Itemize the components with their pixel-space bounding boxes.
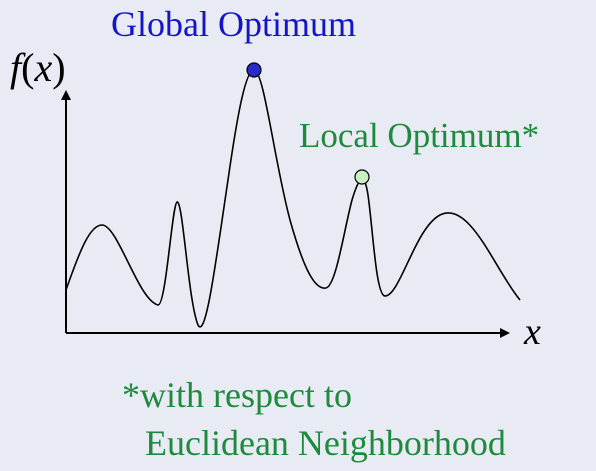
y-axis-label: f(x) [10, 48, 66, 88]
footnote-line-1: *with respect to [122, 375, 352, 415]
local-optimum-marker [354, 169, 370, 185]
footnote-line-2: Euclidean Neighborhood [145, 423, 506, 463]
y-axis-paren-open: ( [21, 45, 35, 90]
objective-curve [65, 69, 521, 328]
y-axis-func: f [10, 45, 22, 90]
y-axis-paren-close: ) [52, 45, 66, 90]
global-optimum-marker [246, 62, 262, 78]
x-axis-label: x [524, 311, 541, 353]
y-axis-var: x [34, 45, 53, 90]
global-optimum-label: Global Optimum [111, 4, 356, 44]
local-optimum-label: Local Optimum* [299, 116, 540, 155]
